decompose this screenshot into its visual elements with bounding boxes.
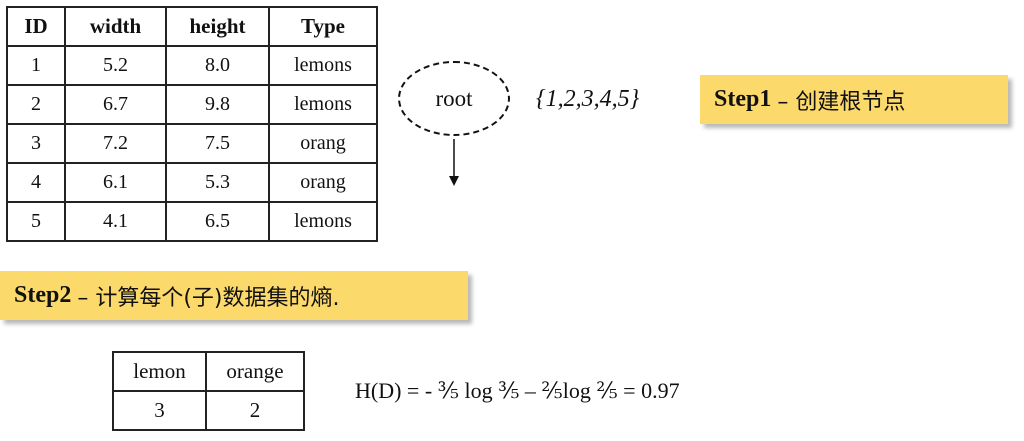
table-cell: 4.1: [64, 201, 167, 242]
table-cell: lemons: [268, 84, 378, 125]
class-count-table: lemon orange 3 2: [112, 351, 305, 431]
table-row: 1 5.2 8.0 lemons: [6, 45, 378, 86]
table-cell: 7.5: [165, 123, 270, 164]
table-cell: orang: [268, 162, 378, 203]
step1-callout: Step1 – 创建根节点: [700, 75, 1008, 124]
arrow-down-icon: [449, 139, 459, 186]
step1-name: Step1: [714, 86, 772, 112]
table-cell: 6.5: [165, 201, 270, 242]
step1-text: – 创建根节点: [777, 89, 906, 115]
root-set-label: {1,2,3,4,5}: [536, 86, 640, 112]
table-header-row: ID width height Type: [6, 6, 378, 47]
table-cell: 1: [6, 45, 66, 86]
step2-text: – 计算每个(子)数据集的熵.: [77, 285, 340, 311]
root-node: root: [398, 61, 510, 136]
table-cell: lemons: [268, 45, 378, 86]
count-header-orange: orange: [205, 351, 305, 392]
table-header-row: lemon orange: [112, 351, 305, 392]
table-cell: 9.8: [165, 84, 270, 125]
table-row: 3 7.2 7.5 orang: [6, 123, 378, 164]
data-table: ID width height Type 1 5.2 8.0 lemons 2 …: [6, 6, 378, 242]
table-cell: 3: [6, 123, 66, 164]
step2-callout: Step2 – 计算每个(子)数据集的熵.: [0, 271, 468, 320]
count-value-lemon: 3: [112, 390, 207, 431]
table-cell: 6.1: [64, 162, 167, 203]
column-header-height: height: [165, 6, 270, 47]
root-node-label: root: [435, 85, 473, 111]
table-cell: 2: [6, 84, 66, 125]
table-cell: 6.7: [64, 84, 167, 125]
table-cell: 7.2: [64, 123, 167, 164]
table-cell: 5: [6, 201, 66, 242]
column-header-id: ID: [6, 6, 66, 47]
table-row: 3 2: [112, 390, 305, 431]
step2-name: Step2: [14, 282, 72, 308]
table-cell: 8.0: [165, 45, 270, 86]
column-header-type: Type: [268, 6, 378, 47]
entropy-formula: H(D) = - ⅗ log ⅗ – ⅖log ⅖ = 0.97: [355, 378, 680, 403]
table-row: 5 4.1 6.5 lemons: [6, 201, 378, 242]
table-row: 2 6.7 9.8 lemons: [6, 84, 378, 125]
table-cell: 4: [6, 162, 66, 203]
column-header-width: width: [64, 6, 167, 47]
count-header-lemon: lemon: [112, 351, 207, 392]
table-row: 4 6.1 5.3 orang: [6, 162, 378, 203]
count-value-orange: 2: [205, 390, 305, 431]
table-cell: orang: [268, 123, 378, 164]
table-cell: 5.3: [165, 162, 270, 203]
table-cell: 5.2: [64, 45, 167, 86]
table-cell: lemons: [268, 201, 378, 242]
